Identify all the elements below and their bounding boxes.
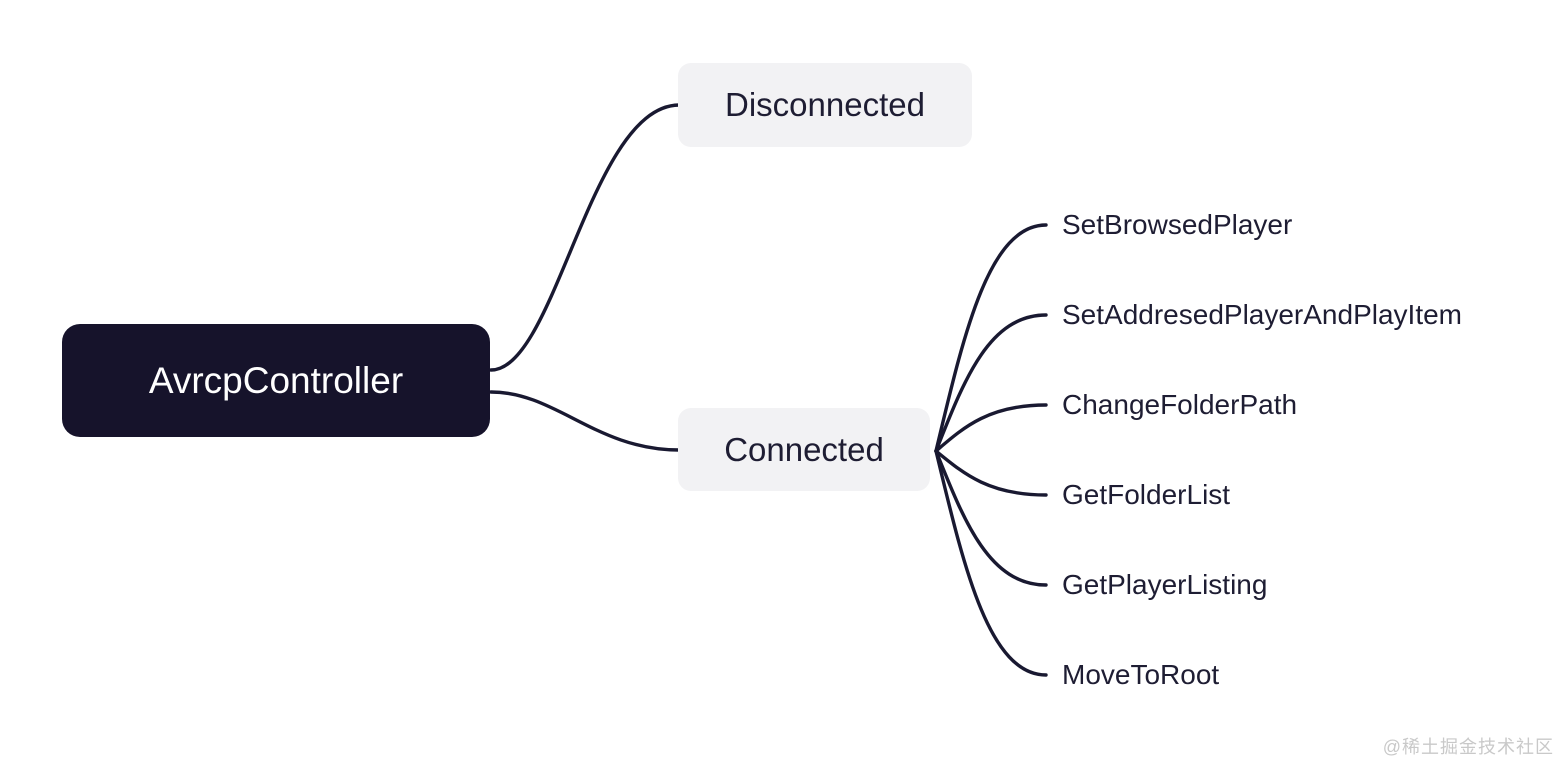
- edge-connected-to-changefolderpath: [934, 403, 1048, 453]
- edge-connected-to-movetoroot: [934, 449, 1048, 677]
- node-connected[interactable]: Connected: [678, 408, 930, 491]
- edge-connected-to-setbrowsedplayer: [934, 223, 1048, 453]
- node-avrcpcontroller[interactable]: AvrcpController: [62, 324, 490, 437]
- edge-connected-to-setaddresedplayerandplayitem: [934, 313, 1048, 453]
- leaf-getfolderlist[interactable]: GetFolderList: [1062, 479, 1231, 510]
- leaf-movetoroot[interactable]: MoveToRoot: [1062, 659, 1220, 690]
- leaf-setaddresedplayerandplayitem[interactable]: SetAddresedPlayerAndPlayItem: [1062, 299, 1462, 330]
- edge-root-to-connected: [489, 390, 681, 452]
- leaf-setbrowsedplayer[interactable]: SetBrowsedPlayer: [1062, 209, 1293, 240]
- edge-connected-to-getfolderlist: [934, 449, 1048, 497]
- watermark: @稀土掘金技术社区: [1382, 737, 1554, 757]
- leaf-changefolderpath[interactable]: ChangeFolderPath: [1062, 389, 1298, 420]
- node-disconnected[interactable]: Disconnected: [678, 63, 972, 147]
- edge-root-to-disconnected: [489, 103, 681, 372]
- edge-connected-to-getplayerlisting: [934, 449, 1048, 587]
- leaf-getplayerlisting[interactable]: GetPlayerListing: [1062, 569, 1268, 600]
